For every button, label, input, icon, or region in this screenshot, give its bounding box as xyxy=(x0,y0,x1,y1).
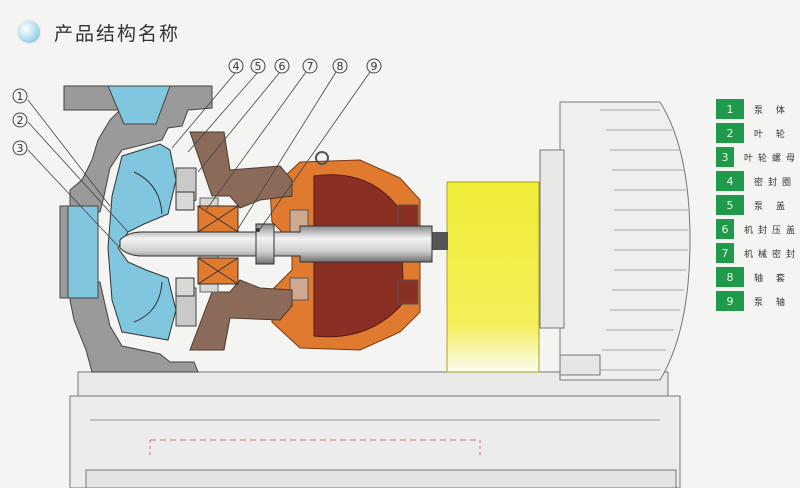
base-frame xyxy=(69,371,681,488)
legend-number: 3 xyxy=(716,147,734,167)
legend-item: 7 机械密封 xyxy=(716,242,800,264)
callout-4: 4 xyxy=(228,58,244,74)
legend-number: 5 xyxy=(716,195,744,215)
section-header: 产品结构名称 xyxy=(18,14,180,50)
svg-text:3: 3 xyxy=(17,142,24,155)
callout-leaders xyxy=(27,71,371,247)
section-title: 产品结构名称 xyxy=(54,22,181,45)
svg-text:8: 8 xyxy=(337,60,344,73)
legend-number: 1 xyxy=(716,99,744,119)
legend-label: 密封圈 xyxy=(754,177,797,188)
svg-text:7: 7 xyxy=(307,60,314,73)
svg-text:5: 5 xyxy=(255,60,262,73)
motor xyxy=(539,101,691,381)
svg-text:6: 6 xyxy=(279,60,286,73)
mechanical-seal xyxy=(175,191,239,297)
callout-3: 3 xyxy=(12,140,28,156)
callout-6: 6 xyxy=(274,58,290,74)
pump-casing xyxy=(59,85,213,373)
legend-label: 泵 体 xyxy=(754,105,790,116)
callout-5: 5 xyxy=(250,58,266,74)
legend-item: 3 叶轮螺母 xyxy=(716,146,800,168)
callout-markers: 1 2 3 4 5 6 7 8 xyxy=(12,58,382,156)
legend-item: 8 轴 套 xyxy=(716,266,800,288)
legend-number: 4 xyxy=(716,171,744,191)
coupling xyxy=(432,181,540,373)
legend-label: 叶轮螺母 xyxy=(743,153,800,164)
legend-item: 9 泵 轴 xyxy=(716,290,800,312)
svg-text:9: 9 xyxy=(371,60,378,73)
callout-9: 9 xyxy=(366,58,382,74)
callout-7: 7 xyxy=(302,58,318,74)
legend-number: 6 xyxy=(716,219,734,239)
blue-sphere-icon xyxy=(18,21,40,43)
pump-shaft xyxy=(119,223,433,265)
svg-text:1: 1 xyxy=(17,90,24,103)
impeller xyxy=(107,143,197,341)
legend-number: 7 xyxy=(716,243,734,263)
callout-8: 8 xyxy=(332,58,348,74)
legend-label: 叶 轮 xyxy=(754,129,790,140)
parts-legend: 1 泵 体 2 叶 轮 3 叶轮螺母 4 密封圈 5 泵 盖 6 机封压盖 7 … xyxy=(716,98,800,314)
legend-number: 2 xyxy=(716,123,744,143)
legend-item: 1 泵 体 xyxy=(716,98,800,120)
legend-label: 泵 盖 xyxy=(754,201,790,212)
legend-label: 机封压盖 xyxy=(743,225,800,236)
svg-text:2: 2 xyxy=(17,114,24,127)
legend-number: 8 xyxy=(716,267,744,287)
legend-label: 轴 套 xyxy=(754,273,790,284)
callout-1: 1 xyxy=(12,88,28,104)
legend-label: 泵 轴 xyxy=(754,297,790,308)
legend-item: 4 密封圈 xyxy=(716,170,800,192)
callout-2: 2 xyxy=(12,112,28,128)
legend-label: 机械密封 xyxy=(743,249,800,260)
legend-item: 2 叶 轮 xyxy=(716,122,800,144)
svg-text:4: 4 xyxy=(233,60,240,73)
legend-item: 5 泵 盖 xyxy=(716,194,800,216)
legend-number: 9 xyxy=(716,291,744,311)
legend-item: 6 机封压盖 xyxy=(716,218,800,240)
